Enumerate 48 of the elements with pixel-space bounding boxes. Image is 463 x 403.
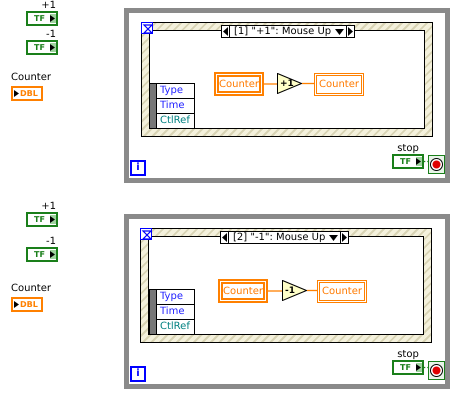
local-variable: Counter: [218, 279, 268, 303]
data-type-label: TF: [400, 157, 411, 166]
terminal-label: +1: [41, 201, 56, 212]
data-type-label: TF: [34, 43, 45, 52]
data-type-label: TF: [400, 363, 411, 372]
local-variable: Counter: [317, 280, 367, 303]
stop-condition-terminal: [428, 155, 445, 174]
local-variable: Counter: [314, 73, 364, 96]
event-data-field: Type: [157, 84, 194, 98]
wire: [302, 82, 314, 84]
case-label: [2] "-1": Mouse Up: [232, 232, 326, 243]
terminal-label: stop: [397, 143, 419, 154]
terminal-label: stop: [397, 349, 419, 360]
wire: [307, 290, 317, 292]
data-type-label: TF: [34, 215, 45, 224]
stop-condition-terminal: [428, 361, 445, 380]
terminal-label: -1: [46, 29, 56, 40]
local-variable: Counter: [214, 72, 264, 96]
wire: [424, 366, 428, 368]
terminal-label: Counter: [11, 72, 51, 83]
iteration-terminal: i: [130, 160, 146, 176]
data-type-label: TF: [34, 14, 45, 23]
case-label: [1] "+1": Mouse Up: [233, 26, 332, 37]
data-type-label: DBL: [20, 89, 38, 98]
event-structure: [141, 22, 433, 137]
event-data-field: Time: [157, 304, 194, 319]
function-label: -1: [285, 284, 295, 296]
terminal-label: +1: [41, 0, 56, 11]
event-data-node: [149, 289, 195, 335]
terminal-label: Counter: [11, 283, 51, 294]
terminal-label: -1: [46, 236, 56, 247]
event-data-field: Time: [157, 98, 194, 113]
wire: [424, 160, 428, 162]
data-type-label: DBL: [20, 300, 38, 309]
data-type-label: TF: [34, 250, 45, 259]
increment-function: [277, 73, 302, 94]
iteration-terminal: i: [130, 366, 146, 382]
increment-function: [282, 280, 307, 301]
event-data-field: CtlRef: [157, 113, 194, 128]
function-label: +1: [280, 78, 294, 90]
event-data-field: CtlRef: [157, 319, 194, 334]
while-loop: [124, 214, 450, 389]
event-data-node: [149, 83, 195, 129]
wire: [268, 290, 282, 292]
event-data-field: Type: [157, 290, 194, 304]
event-structure: [140, 228, 432, 343]
while-loop: [124, 8, 450, 183]
wire: [264, 83, 277, 85]
